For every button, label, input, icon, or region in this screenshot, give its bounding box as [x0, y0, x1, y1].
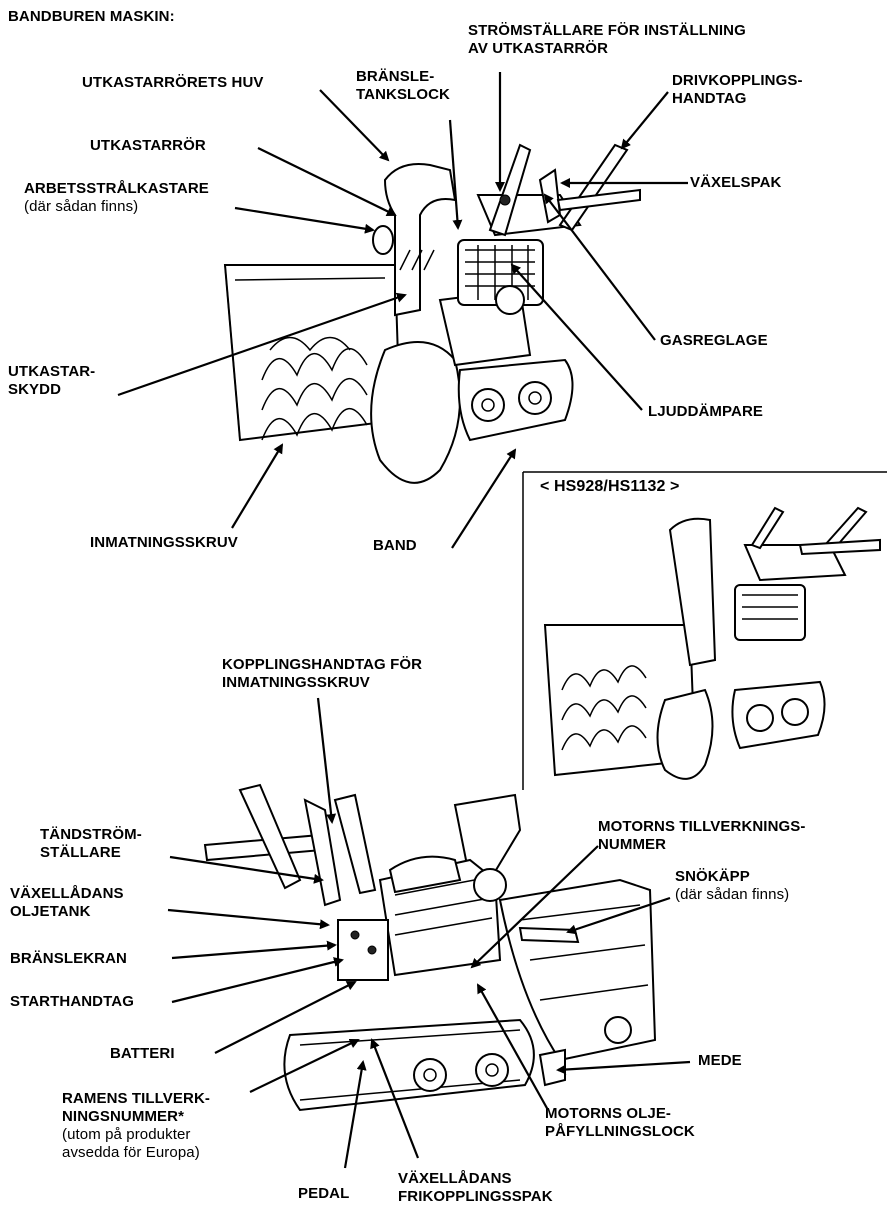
label-ignition: TÄNDSTRÖM- STÄLLARE [40, 826, 142, 861]
label-trans-oil: VÄXELLÅDANS OLJETANK [10, 885, 124, 920]
label-throttle: GASREGLAGE [660, 332, 768, 349]
label-fuel-cap: BRÄNSLE- TANKSLOCK [356, 68, 450, 103]
label-work-light: ARBETSSTRÅLKASTARE [24, 180, 209, 197]
label-skid: MEDE [698, 1052, 742, 1069]
inset-title: < HS928/HS1132 > [540, 478, 680, 495]
label-trans-release: VÄXELLÅDANS FRIKOPPLINGSSPAK [398, 1170, 553, 1205]
leader-lines-top [117, 72, 688, 549]
label-chute-cap: UTKASTARRÖRETS HUV [82, 74, 264, 91]
page-title: BANDBUREN MASKIN: [8, 8, 175, 25]
auger-illustration [261, 336, 368, 441]
top-machine-illustration [223, 143, 641, 484]
label-chute-switch: STRÖMSTÄLLARE FÖR INSTÄLLNING AV UTKASTA… [468, 22, 746, 57]
label-snow-cap: SNÖKÄPP [675, 868, 750, 885]
leader-lines-bottom [167, 697, 691, 1169]
label-chute-guard: UTKASTAR- SKYDD [8, 363, 96, 398]
inset-frame [522, 471, 887, 790]
label-battery: BATTERI [110, 1045, 175, 1062]
label-engine-serial: MOTORNS TILLVERKNINGS- NUMMER [598, 818, 806, 853]
label-shift-lever: VÄXELSPAK [690, 174, 782, 191]
bottom-machine-illustration [203, 783, 657, 1112]
label-track: BAND [373, 537, 417, 554]
label-auger: INMATNINGSSKRUV [90, 534, 238, 551]
label-chute: UTKASTARRÖR [90, 137, 206, 154]
label-auger-clutch: KOPPLINGSHANDTAG FÖR INMATNINGSSKRUV [222, 656, 423, 691]
label-oil-filler: MOTORNS OLJE- PÅFYLLNINGSLOCK [545, 1105, 695, 1140]
label-work-light-note: (där sådan finns) [24, 198, 139, 215]
label-frame-serial: RAMENS TILLVERK- NINGSNUMMER* [62, 1090, 210, 1125]
label-drive-clutch: DRIVKOPPLINGS- HANDTAG [672, 72, 803, 107]
label-snow-cap-note: (där sådan finns) [675, 886, 790, 903]
inset-machine-illustration [543, 506, 881, 780]
label-fuel-valve: BRÄNSLEKRAN [10, 950, 127, 967]
label-starter: STARTHANDTAG [10, 993, 134, 1010]
label-frame-serial-note: (utom på produkter avsedda för Europa) [62, 1126, 200, 1161]
label-muffler: LJUDDÄMPARE [648, 403, 763, 420]
label-pedal: PEDAL [298, 1185, 350, 1202]
